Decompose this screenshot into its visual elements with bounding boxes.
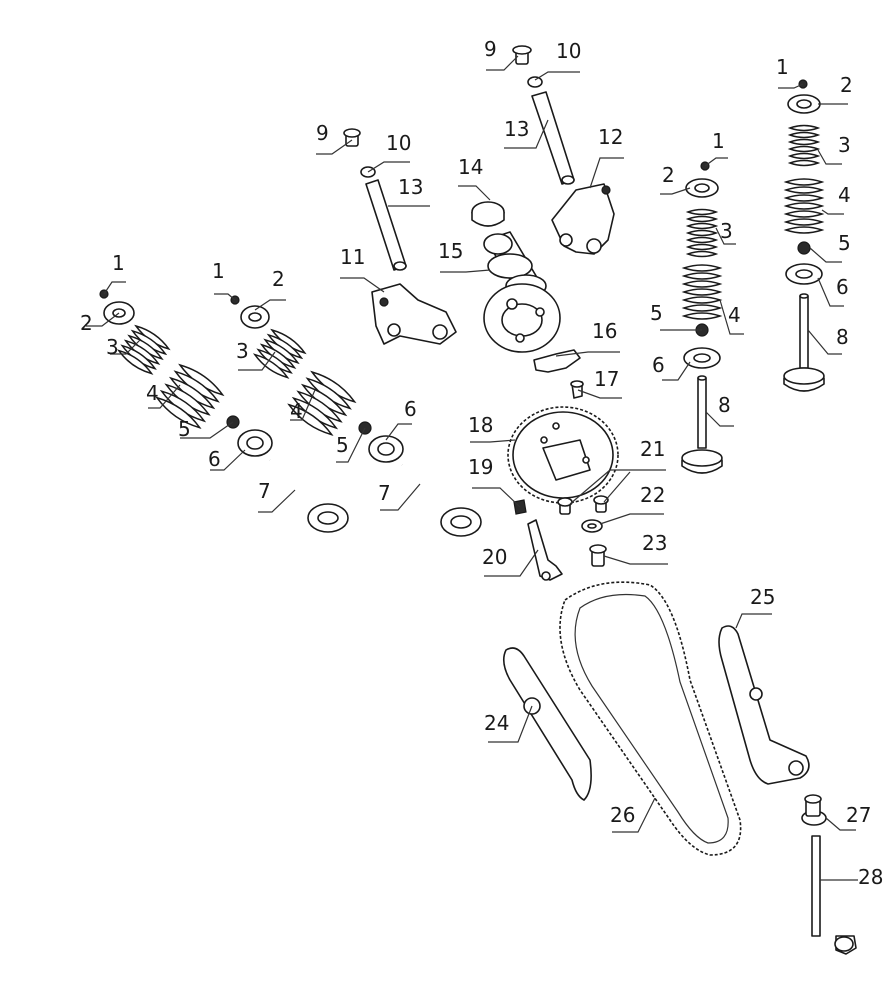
callout-10-left: 10 — [386, 131, 411, 155]
tensioner-guide — [718, 625, 810, 785]
callout-13-left: 13 — [398, 175, 423, 199]
timing-chain — [559, 581, 742, 856]
outer-spring-left-a — [155, 363, 225, 429]
callout-8-right-d: 8 — [836, 325, 849, 349]
callout-4-right-d: 4 — [838, 183, 851, 207]
callout-27: 27 — [846, 803, 871, 827]
callout-4-right-c: 4 — [728, 303, 741, 327]
callout-1-right-d: 1 — [776, 55, 789, 79]
callout-1-left-a: 1 — [112, 251, 125, 275]
callout-4-left-b: 4 — [290, 399, 303, 423]
callout-11: 11 — [340, 245, 365, 269]
callout-5-left-a: 5 — [178, 417, 191, 441]
chain-guide — [502, 647, 592, 801]
callout-19: 19 — [468, 455, 493, 479]
inner-spring-left-a — [116, 324, 171, 375]
callout-12: 12 — [598, 125, 623, 149]
decompressor — [533, 349, 584, 399]
inner-spring-left-b — [252, 328, 307, 379]
inner-spring-right-d — [787, 124, 821, 167]
callout-21: 21 — [640, 437, 665, 461]
fasteners — [513, 495, 609, 567]
callout-10-right: 10 — [556, 39, 581, 63]
callout-labels: 1 2 3 4 5 6 7 1 2 3 4 5 6 7 9 10 13 11 9… — [80, 37, 883, 889]
callout-6-left-b: 6 — [404, 397, 417, 421]
callout-2-left-b: 2 — [272, 267, 285, 291]
callout-26: 26 — [610, 803, 635, 827]
callout-6-right-c: 6 — [652, 353, 665, 377]
callout-14: 14 — [458, 155, 483, 179]
callout-20: 20 — [482, 545, 507, 569]
callout-17: 17 — [594, 367, 619, 391]
callout-1-left-b: 1 — [212, 259, 225, 283]
callout-18: 18 — [468, 413, 493, 437]
valve-group-left-a — [99, 289, 349, 533]
callout-16: 16 — [592, 319, 617, 343]
callout-2-right-d: 2 — [840, 73, 853, 97]
callout-28: 28 — [858, 865, 883, 889]
callout-2-left-a: 2 — [80, 311, 93, 335]
callout-3-left-a: 3 — [106, 335, 119, 359]
callout-22: 22 — [640, 483, 665, 507]
leader-lines — [86, 55, 858, 881]
valve-group-right-d — [783, 79, 825, 392]
callout-6-right-d: 6 — [836, 275, 849, 299]
callout-1-right-c: 1 — [712, 129, 725, 153]
callout-25: 25 — [750, 585, 775, 609]
callout-9-left: 9 — [316, 121, 329, 145]
callout-7-left-b: 7 — [378, 481, 391, 505]
callout-15: 15 — [438, 239, 463, 263]
callout-5-left-b: 5 — [336, 433, 349, 457]
outer-spring-right-d — [783, 178, 825, 234]
callout-5-right-c: 5 — [650, 301, 663, 325]
chain-tensioner — [527, 519, 563, 581]
callout-9-right: 9 — [484, 37, 497, 61]
camshaft — [471, 201, 561, 353]
callout-8-right-c: 8 — [718, 393, 731, 417]
guide-pivot-bolt — [801, 794, 857, 955]
callout-5-right-d: 5 — [838, 231, 851, 255]
callout-7-left-a: 7 — [258, 479, 271, 503]
callout-3-left-b: 3 — [236, 339, 249, 363]
callout-3-right-c: 3 — [720, 219, 733, 243]
outer-spring-right-c — [681, 264, 723, 320]
callout-13-right: 13 — [504, 117, 529, 141]
valve-group-right-c — [681, 161, 723, 474]
rocker-assembly-left — [343, 128, 457, 345]
callout-4-left-a: 4 — [146, 381, 159, 405]
callout-23: 23 — [642, 531, 667, 555]
callout-6-left-a: 6 — [208, 447, 221, 471]
rocker-assembly-right — [512, 45, 615, 255]
callout-24: 24 — [484, 711, 509, 735]
callout-2-right-c: 2 — [662, 163, 675, 187]
cam-sprocket — [507, 406, 619, 504]
callout-3-right-d: 3 — [838, 133, 851, 157]
inner-spring-right-c — [685, 208, 719, 258]
